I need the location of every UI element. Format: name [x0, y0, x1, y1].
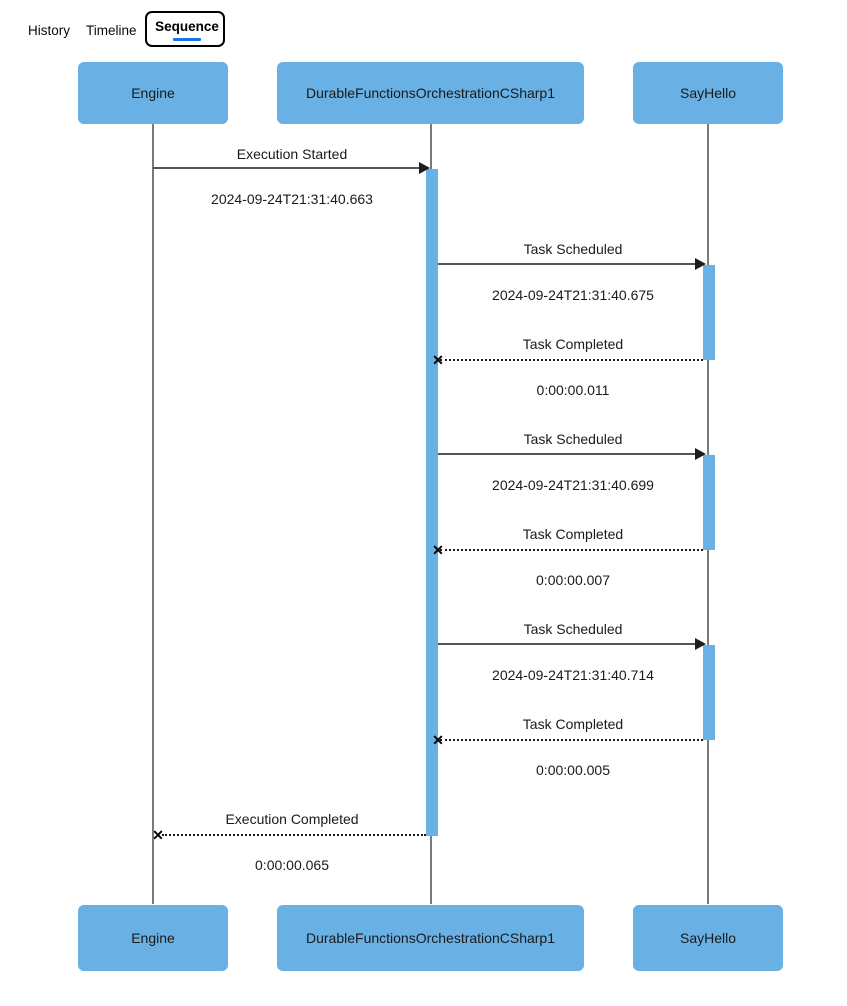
message-label: Task Scheduled [523, 241, 623, 257]
message-detail: 0:00:00.011 [536, 382, 610, 398]
participant-label: DurableFunctionsOrchestrationCSharp1 [305, 930, 555, 946]
participant-label: SayHello [679, 85, 737, 101]
message-detail: 2024-09-24T21:31:40.663 [211, 191, 373, 207]
message-label: Task Completed [522, 526, 624, 542]
message-detail: 0:00:00.065 [255, 857, 329, 873]
message-detail: 2024-09-24T21:31:40.699 [492, 477, 654, 493]
message-arrow-line [438, 643, 696, 645]
tab-active-underline [173, 38, 201, 41]
participant-box-engine-bottom[interactable]: Engine [78, 905, 228, 971]
message-return-line [440, 359, 703, 361]
participant-label: Engine [131, 85, 175, 101]
message-arrow-line [438, 263, 696, 265]
message-label: Task Scheduled [523, 431, 623, 447]
message-arrow-line [153, 167, 420, 169]
activation-orchestrator [426, 169, 438, 836]
participant-box-sayhello-bottom[interactable]: SayHello [633, 905, 783, 971]
participant-box-sayhello-top[interactable]: SayHello [633, 62, 783, 124]
participant-label: SayHello [679, 930, 737, 946]
message-label: Execution Started [236, 146, 348, 162]
message-return-line [440, 739, 703, 741]
message-label: Execution Completed [225, 811, 359, 827]
tab-sequence[interactable]: Sequence [145, 11, 225, 47]
participant-label: DurableFunctionsOrchestrationCSharp1 [305, 85, 555, 101]
message-detail: 0:00:00.007 [536, 572, 610, 588]
participant-label: Engine [131, 930, 175, 946]
activation-sayhello-1 [703, 265, 715, 360]
tab-history[interactable]: History [28, 23, 71, 38]
x-marker-icon: ✕ [432, 542, 444, 558]
tab-timeline[interactable]: Timeline [86, 23, 137, 38]
arrowhead-icon [695, 638, 706, 650]
arrowhead-icon [695, 258, 706, 270]
x-marker-icon: ✕ [152, 827, 164, 843]
message-detail: 2024-09-24T21:31:40.675 [492, 287, 654, 303]
activation-sayhello-3 [703, 645, 715, 740]
participant-box-engine-top[interactable]: Engine [78, 62, 228, 124]
message-return-line [440, 549, 703, 551]
message-detail: 0:00:00.005 [536, 762, 610, 778]
participant-box-orchestrator-top[interactable]: DurableFunctionsOrchestrationCSharp1 [277, 62, 584, 124]
message-arrow-line [438, 453, 696, 455]
arrowhead-icon [695, 448, 706, 460]
message-label: Task Scheduled [523, 621, 623, 637]
message-label: Task Completed [522, 336, 624, 352]
arrowhead-icon [419, 162, 430, 174]
message-label: Task Completed [522, 716, 624, 732]
activation-sayhello-2 [703, 455, 715, 550]
lifeline-engine [152, 124, 154, 904]
message-detail: 2024-09-24T21:31:40.714 [492, 667, 654, 683]
participant-box-orchestrator-bottom[interactable]: DurableFunctionsOrchestrationCSharp1 [277, 905, 584, 971]
tab-bar: History Timeline Sequence [0, 0, 847, 56]
x-marker-icon: ✕ [432, 732, 444, 748]
x-marker-icon: ✕ [432, 352, 444, 368]
tab-sequence-label: Sequence [155, 19, 219, 34]
message-return-line [162, 834, 426, 836]
